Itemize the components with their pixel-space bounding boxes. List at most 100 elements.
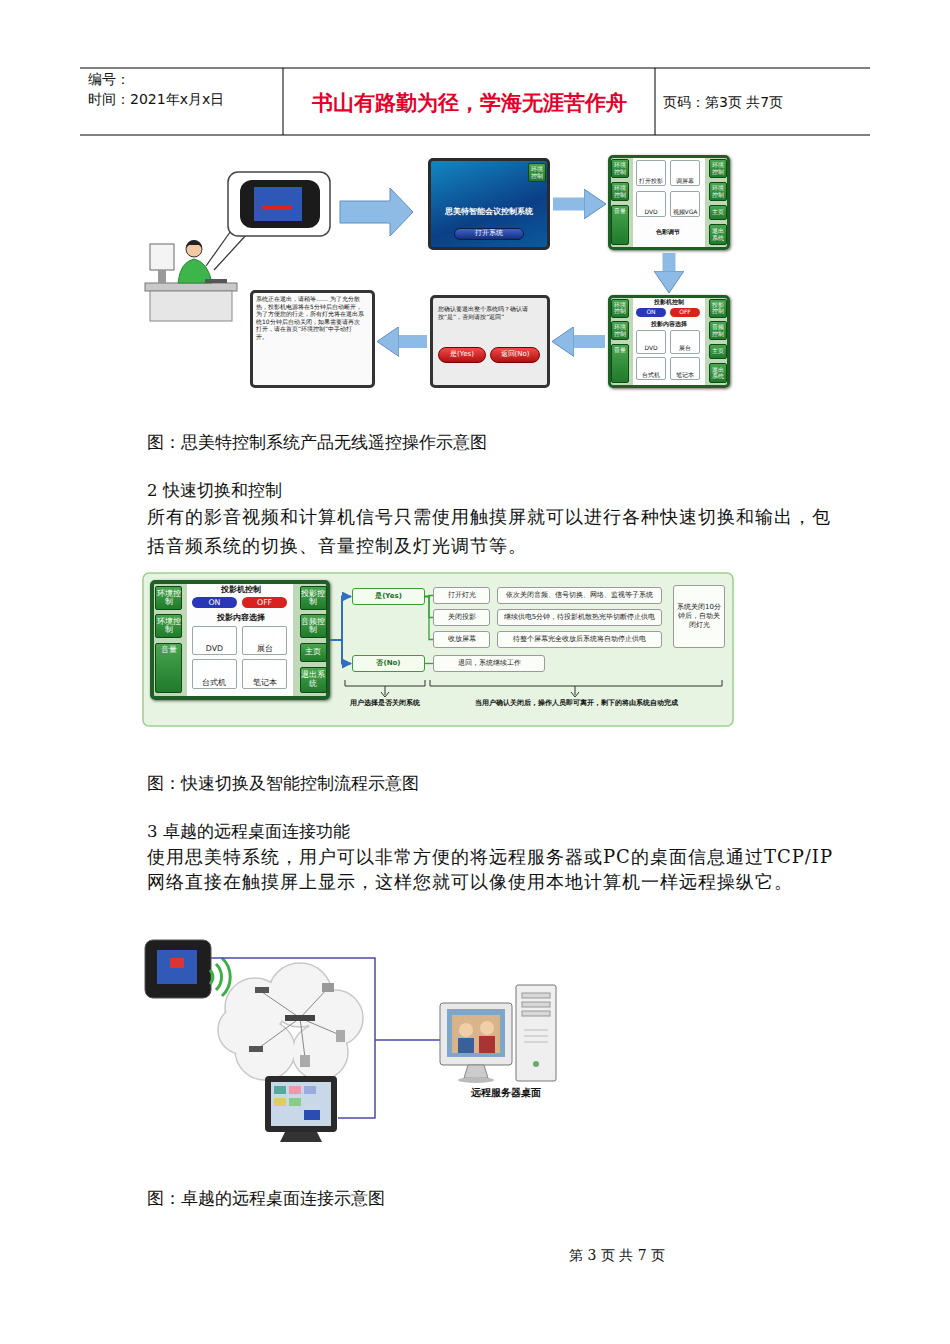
touch-monitor (304, 1110, 320, 1120)
screen-yb: 是(Yes) (438, 347, 486, 363)
operator-figure (206, 228, 233, 266)
screen-ic: DVD (192, 626, 236, 656)
server-monitor (452, 1015, 500, 1053)
exit-screen: 系统正在退出，请稍等…… 为了充分散热，投影机电源将在5分钟后自动断开，为了方便… (250, 290, 375, 388)
wifi-signal (222, 958, 230, 996)
result-box: 退回，系统继续工作 (433, 655, 545, 672)
figure-caption: 图：卓越的远程桌面连接示意图 (147, 1189, 385, 1210)
flow-note: 用户选择是否关闭系统 (335, 699, 435, 708)
screen-gb: 退出系统 (709, 224, 727, 245)
screen-title: 思美特智能会议控制系统 (432, 206, 546, 218)
box-text: 系统关闭10分钟后，自动关闭灯光 (677, 603, 721, 629)
server-tower (533, 1061, 539, 1067)
network-cloud (218, 963, 363, 1080)
box-text: 否(No) (376, 659, 400, 668)
screen-gb: 退出系统 (709, 363, 727, 384)
server-monitor (447, 1009, 505, 1057)
screen-yb: 返回(No) (490, 347, 540, 363)
network-cloud (255, 987, 269, 993)
network-cloud (218, 963, 363, 1080)
server-tower (524, 1030, 548, 1031)
server-tower (522, 1002, 550, 1007)
screen-ic: 台式机 (192, 659, 236, 689)
box-text: 打开灯光 (448, 591, 476, 600)
screen-gb: 环境控制 (611, 159, 629, 178)
screen-ic: DVD (636, 330, 666, 354)
screen-ic: DVD (636, 191, 666, 217)
action-box: 收放屏幕 (433, 631, 490, 648)
screen-gb: 音频控制 (300, 614, 327, 638)
bracket (575, 686, 576, 695)
screen-msg: 系统正在退出，请稍等…… 为了充分散热，投影机电源将在5分钟后自动断开，为了方便… (256, 295, 364, 379)
screen-ic: 展台 (670, 330, 700, 354)
screen-gb: 环境控制 (611, 299, 629, 318)
flow-connector (330, 640, 351, 664)
network-cloud (249, 1046, 263, 1052)
block-arrow (553, 198, 584, 211)
bracket (345, 680, 425, 686)
flow-note: 当用户确认关闭后，操作人员即可离开，剩下的将由系统自动完成 (430, 699, 722, 708)
screen-ic: 打开投影 (636, 160, 666, 186)
block-arrow (340, 188, 413, 236)
operator-figure (145, 283, 237, 291)
header-field: 页码：第3页 共7页 (663, 94, 783, 112)
figure-caption: 图：快速切换及智能控制流程示意图 (147, 774, 419, 795)
screen-gb: 环境控制 (611, 182, 629, 201)
remote-device (254, 187, 302, 221)
header-rule (655, 68, 656, 135)
handheld-device (145, 940, 211, 998)
server-monitor (440, 1003, 512, 1065)
screen-ic: 调屏幕 (670, 160, 700, 186)
screen-gv: 音量 (611, 205, 629, 245)
network-cloud (293, 1025, 347, 1079)
remote-device (228, 172, 330, 236)
choice-box: 是(Yes) (352, 588, 425, 605)
screen-ic: 笔记本 (670, 357, 700, 381)
header-field: 编号： (88, 71, 130, 89)
operator-figure (205, 279, 227, 283)
touch-monitor (304, 1086, 316, 1094)
touch-monitor (265, 1076, 337, 1142)
screen-gb: 投影控制 (709, 299, 727, 318)
screen-gv: 音量 (155, 643, 182, 693)
server-monitor (479, 1036, 495, 1053)
server-monitor (480, 1021, 494, 1035)
bracket (385, 686, 386, 695)
touch-monitor (289, 1098, 301, 1106)
screen-gb: 主页 (709, 344, 727, 359)
screen-pl: 投影内容选择 (633, 320, 705, 328)
server-monitor (464, 1065, 488, 1078)
start-screen: 环境控制思美特智能会议控制系统打开系统 (428, 158, 550, 250)
screen-pl: 投影机控制 (188, 585, 294, 595)
header-rule (80, 68, 870, 69)
choice-box: 否(No) (352, 655, 425, 672)
figure-caption: 图：思美特控制系统产品无线遥控操作示意图 (147, 433, 487, 454)
bracket (381, 692, 389, 697)
block-arrow (340, 188, 413, 236)
screen-gb: 环境控制 (155, 614, 182, 638)
block-arrow (399, 335, 427, 348)
touch-panel: 环境控制环境控制音量投影机控制ONOFF投影内容选择DVD展台台式机笔记本投影控… (150, 580, 330, 700)
result-box: 依次关闭音频、信号切换、网络、监视等子系统 (497, 587, 662, 604)
block-arrow (574, 335, 605, 348)
server-tower (524, 1042, 548, 1043)
screen-gb: 环境控制 (155, 586, 182, 610)
network-cloud (300, 1055, 310, 1067)
screen-gv: 音量 (611, 344, 629, 383)
bracket (345, 680, 722, 697)
server-tower (516, 985, 556, 1081)
operator-figure (186, 240, 202, 248)
screen-ic: 视频VGA (670, 191, 700, 217)
network-cloud (285, 1015, 315, 1021)
operator-figure (186, 241, 202, 257)
remote-device (262, 205, 292, 210)
box-text: 退回，系统继续工作 (458, 659, 521, 668)
network-line (211, 958, 375, 1118)
result-box: 待整个屏幕完全收放后系统将自动停止供电 (497, 631, 662, 648)
section-heading: 2 快速切换和控制 (147, 481, 282, 502)
action-box: 打开灯光 (433, 587, 490, 604)
screen-pl: 投影内容选择 (188, 613, 294, 623)
screen-gb: 主页 (300, 643, 327, 662)
server-monitor (458, 1038, 474, 1053)
remote-device (228, 172, 330, 236)
